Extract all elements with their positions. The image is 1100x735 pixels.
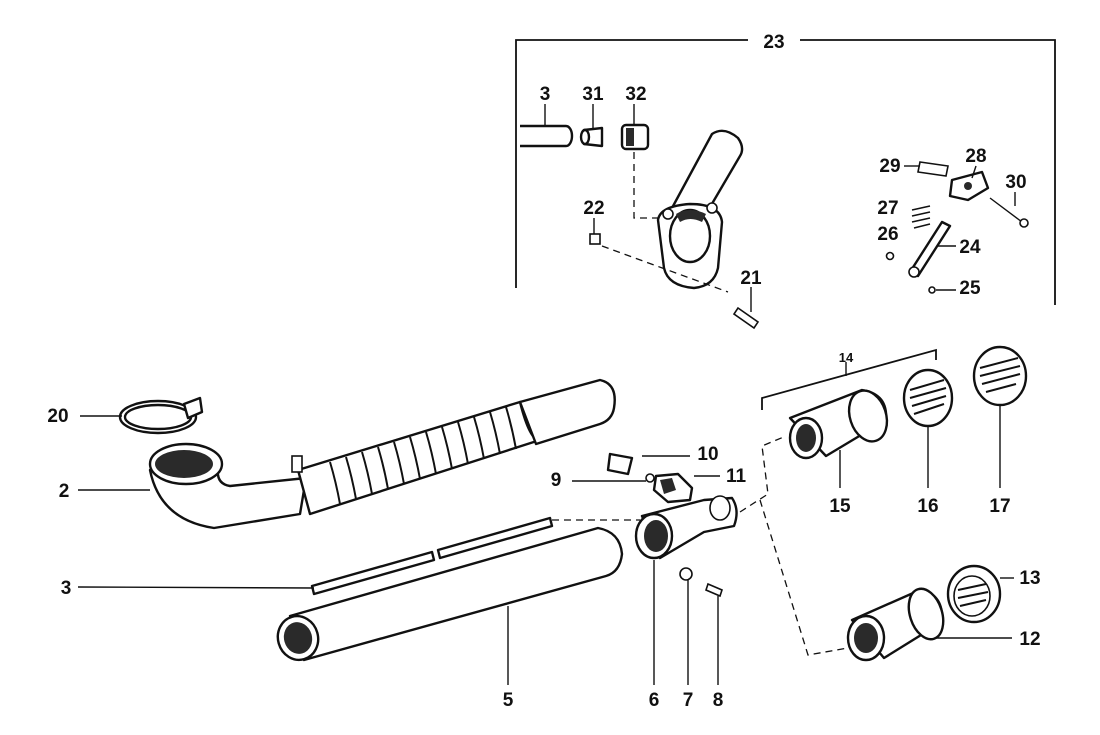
callout-16: 16: [917, 496, 938, 517]
part-2-elbow-hose: [78, 378, 616, 530]
kit-14-bracket: [761, 348, 937, 410]
routing-to-12: [759, 499, 849, 656]
callout-7: 7: [683, 690, 694, 711]
callout-9: 9: [551, 470, 562, 491]
callout-31: 31: [582, 84, 604, 105]
callout-29: 29: [879, 156, 900, 177]
part-13-cap: [946, 564, 1014, 624]
part-16-grille: [902, 368, 954, 488]
part-7-washer: [679, 567, 693, 685]
routing-to-15: [739, 435, 787, 513]
trigger-parts-set: [885, 161, 1029, 294]
callout-11: 11: [726, 466, 747, 487]
callout-20: 20: [47, 406, 68, 427]
part-10-valve: [606, 452, 690, 476]
callout-26: 26: [877, 224, 898, 245]
callout-21: 21: [740, 268, 762, 289]
handle-clamp: [656, 129, 744, 290]
callout-5: 5: [503, 690, 514, 711]
part-9-seal: [572, 473, 655, 483]
callout-15: 15: [829, 496, 851, 517]
callout-14: 14: [839, 350, 854, 365]
callout-23: 23: [763, 32, 784, 53]
callout-24: 24: [959, 237, 981, 258]
callout-6: 6: [649, 690, 660, 711]
part-6-coupling: [634, 495, 738, 685]
part-32-nut: [620, 104, 662, 219]
part-11-fitting: [652, 472, 720, 504]
callout-3-rod: 3: [61, 578, 72, 599]
part-22-square-nut: [589, 218, 729, 293]
part-15-nozzle: [788, 388, 889, 488]
part-3-rod: [77, 516, 640, 596]
callout-10: 10: [697, 444, 718, 465]
callout-28: 28: [965, 146, 986, 167]
callout-17: 17: [989, 496, 1010, 517]
part-3-tube-stub: [520, 104, 574, 148]
hose-ribs: [329, 406, 517, 505]
callout-32: 32: [625, 84, 646, 105]
callout-30: 30: [1005, 172, 1026, 193]
callout-13: 13: [1019, 568, 1040, 589]
callout-22: 22: [583, 198, 604, 219]
callout-25: 25: [959, 278, 981, 299]
part-17-grille: [972, 345, 1028, 488]
part-5-blower-tube: [276, 526, 624, 685]
callout-labels: 23 3 31 32 22 21 29 28 30 27 26 24 25 20…: [47, 32, 1040, 711]
callout-12: 12: [1019, 629, 1040, 650]
callout-8: 8: [713, 690, 724, 711]
callout-27: 27: [877, 198, 898, 219]
part-31-nipple: [579, 104, 604, 148]
part-21-screw: [732, 287, 760, 330]
part-8-screw: [705, 582, 723, 685]
assembly-23-frame: [515, 39, 1056, 305]
callout-3-top: 3: [540, 84, 551, 105]
callout-2: 2: [59, 481, 70, 502]
part-20-hose-clamp: [80, 396, 204, 435]
part-12-nozzle: [846, 587, 1012, 662]
